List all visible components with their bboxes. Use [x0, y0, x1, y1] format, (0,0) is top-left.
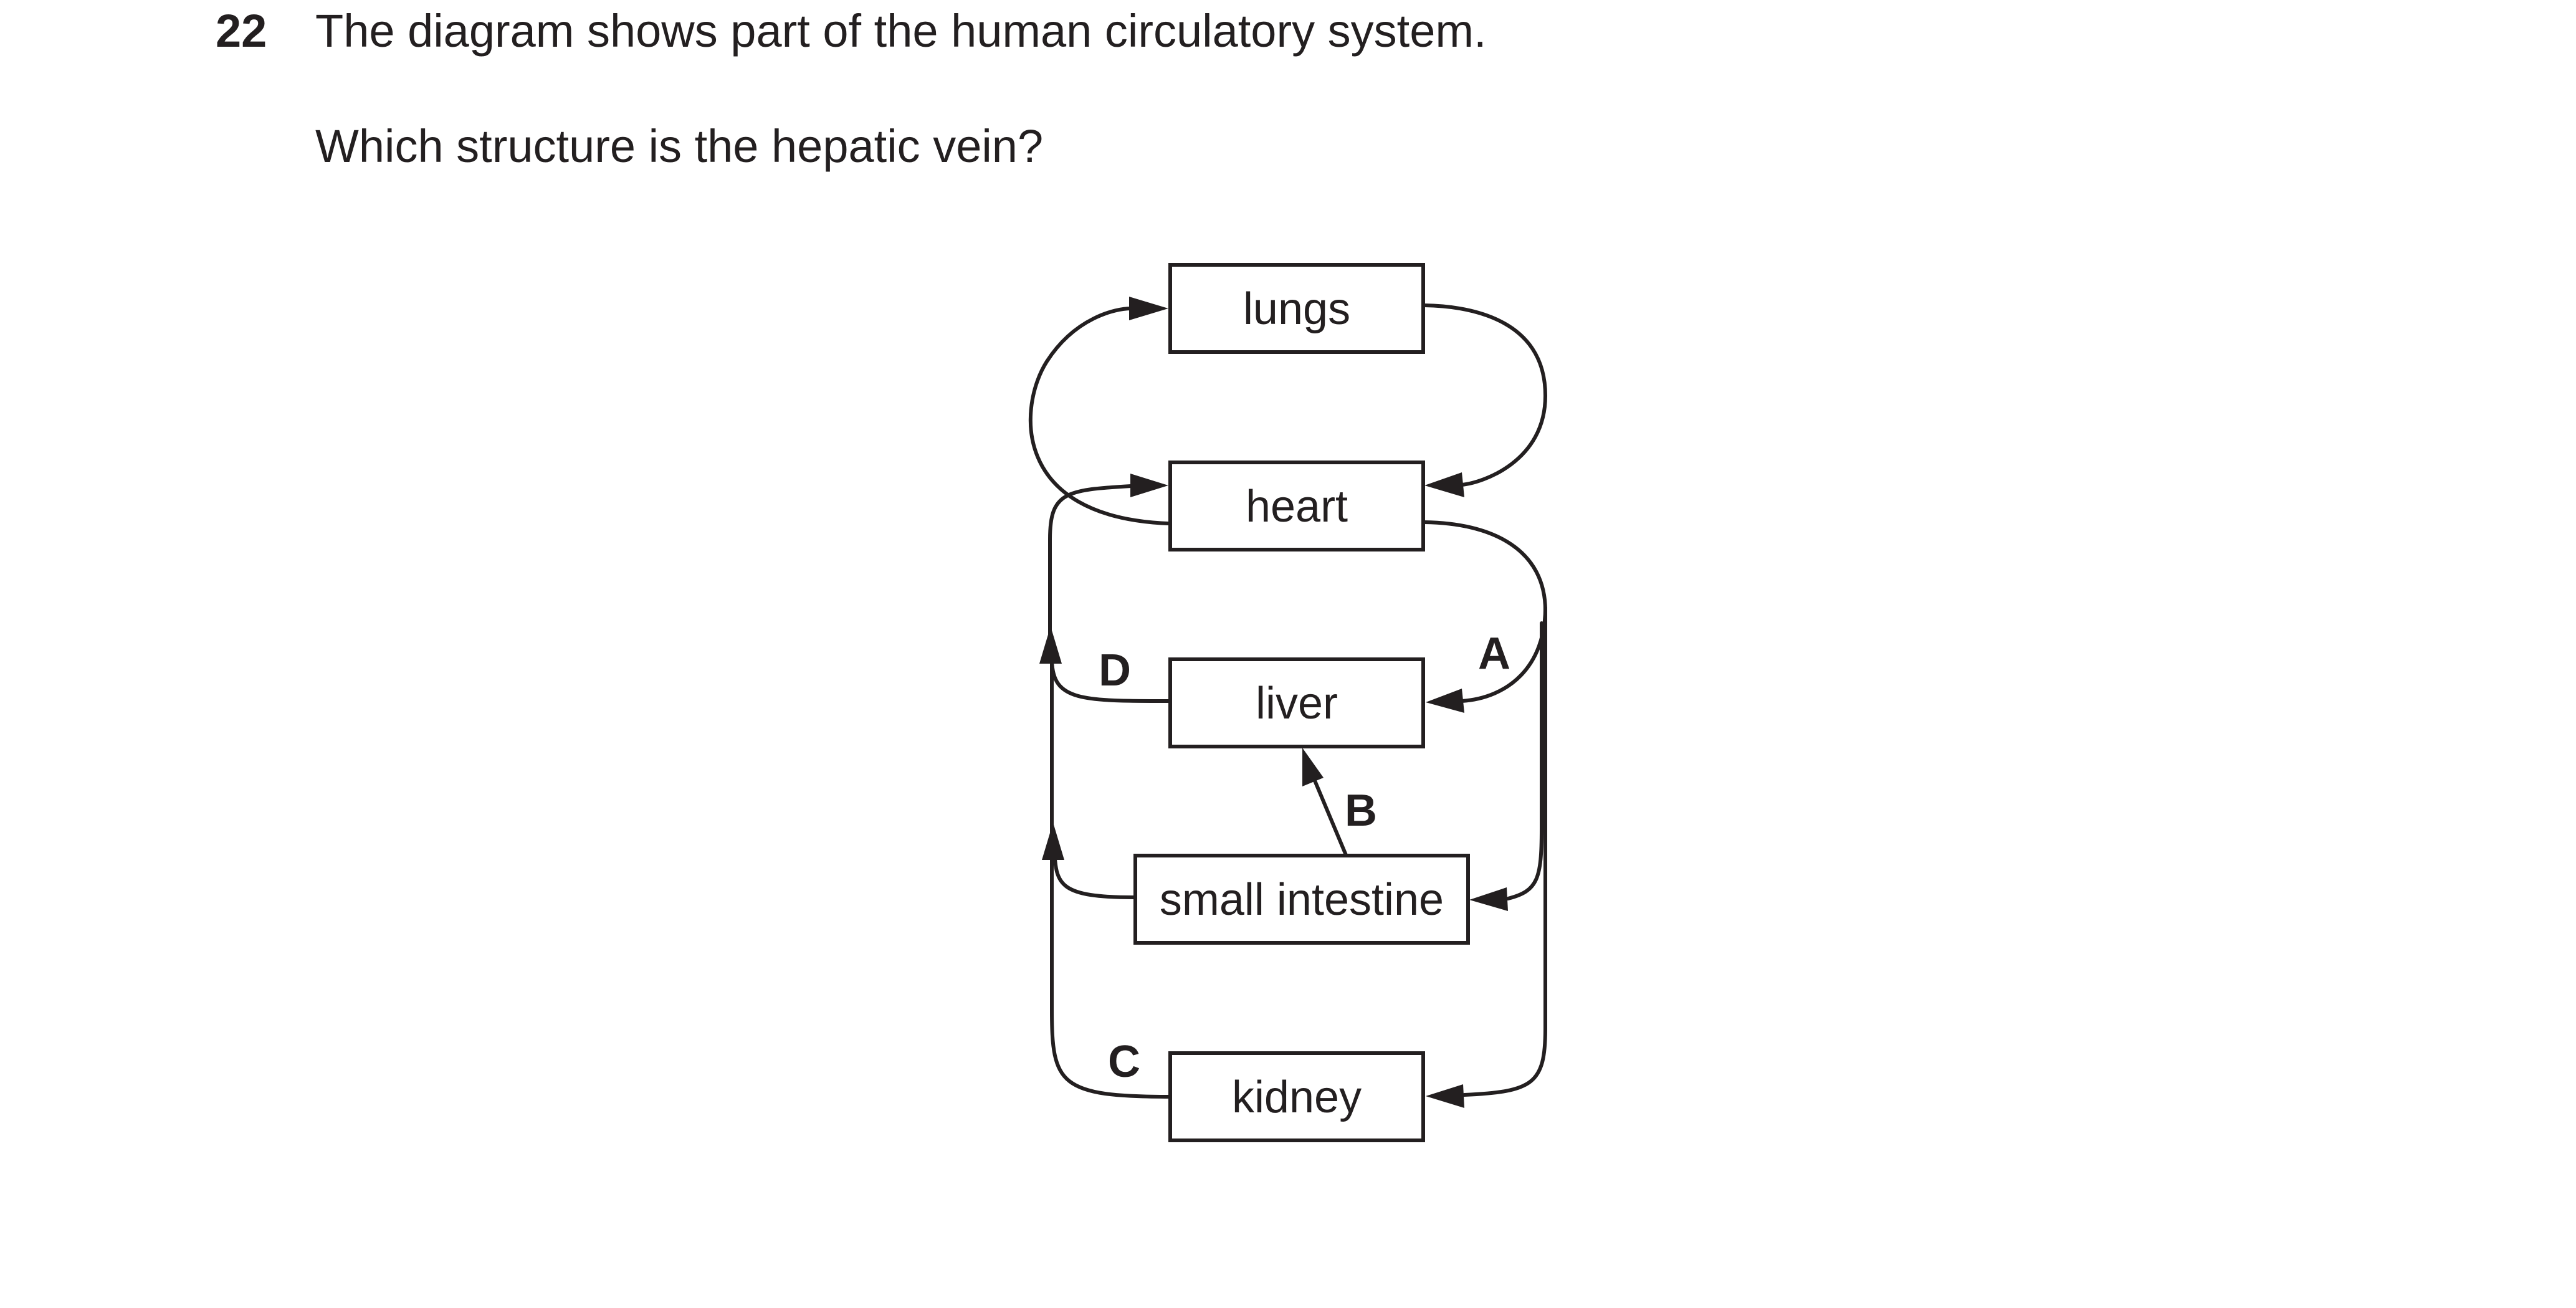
label-a: A	[1478, 629, 1510, 679]
vessel-c	[1050, 646, 1172, 1099]
small-intestine-box: small intestine	[1133, 854, 1470, 945]
label-d: D	[1099, 646, 1131, 695]
intestine-vein-vessel	[1052, 849, 1136, 899]
lungs-box: lungs	[1168, 263, 1425, 354]
lungs-label: lungs	[1243, 284, 1350, 334]
arrow-to-kidney	[1426, 1084, 1464, 1108]
vessel-a	[1460, 606, 1547, 703]
kidney-box: kidney	[1168, 1051, 1425, 1142]
intestine-artery-vessel	[1506, 621, 1543, 900]
arrow-b-to-liver	[1302, 748, 1324, 786]
small-intestine-label: small intestine	[1160, 875, 1444, 925]
label-b: B	[1345, 786, 1377, 836]
question-number: 22	[216, 5, 267, 57]
aorta-vessel	[1419, 520, 1547, 1097]
heart-box: heart	[1168, 461, 1425, 551]
arrow-to-small-intestine	[1469, 887, 1508, 911]
arrow-to-lungs	[1129, 297, 1168, 320]
arrow-a-to-liver	[1426, 689, 1464, 713]
label-c: C	[1108, 1037, 1140, 1087]
pulmonary-artery-vessel	[1029, 307, 1170, 525]
liver-box: liver	[1168, 657, 1425, 748]
heart-label: heart	[1246, 482, 1348, 532]
vena-cava-vessel	[1048, 484, 1133, 637]
question-prompt: Which structure is the hepatic vein?	[315, 120, 1044, 172]
liver-label: liver	[1256, 679, 1338, 728]
kidney-label: kidney	[1232, 1072, 1362, 1122]
arrow-d-up	[1039, 626, 1062, 664]
vessel-b	[1312, 776, 1348, 857]
arrow-c-up	[1042, 823, 1064, 860]
question-stem: The diagram shows part of the human circ…	[315, 5, 1487, 57]
pulmonary-vein-vessel	[1419, 303, 1547, 487]
arrow-vena-cava-to-heart	[1130, 474, 1168, 497]
arrow-lungs-to-heart	[1424, 472, 1464, 497]
